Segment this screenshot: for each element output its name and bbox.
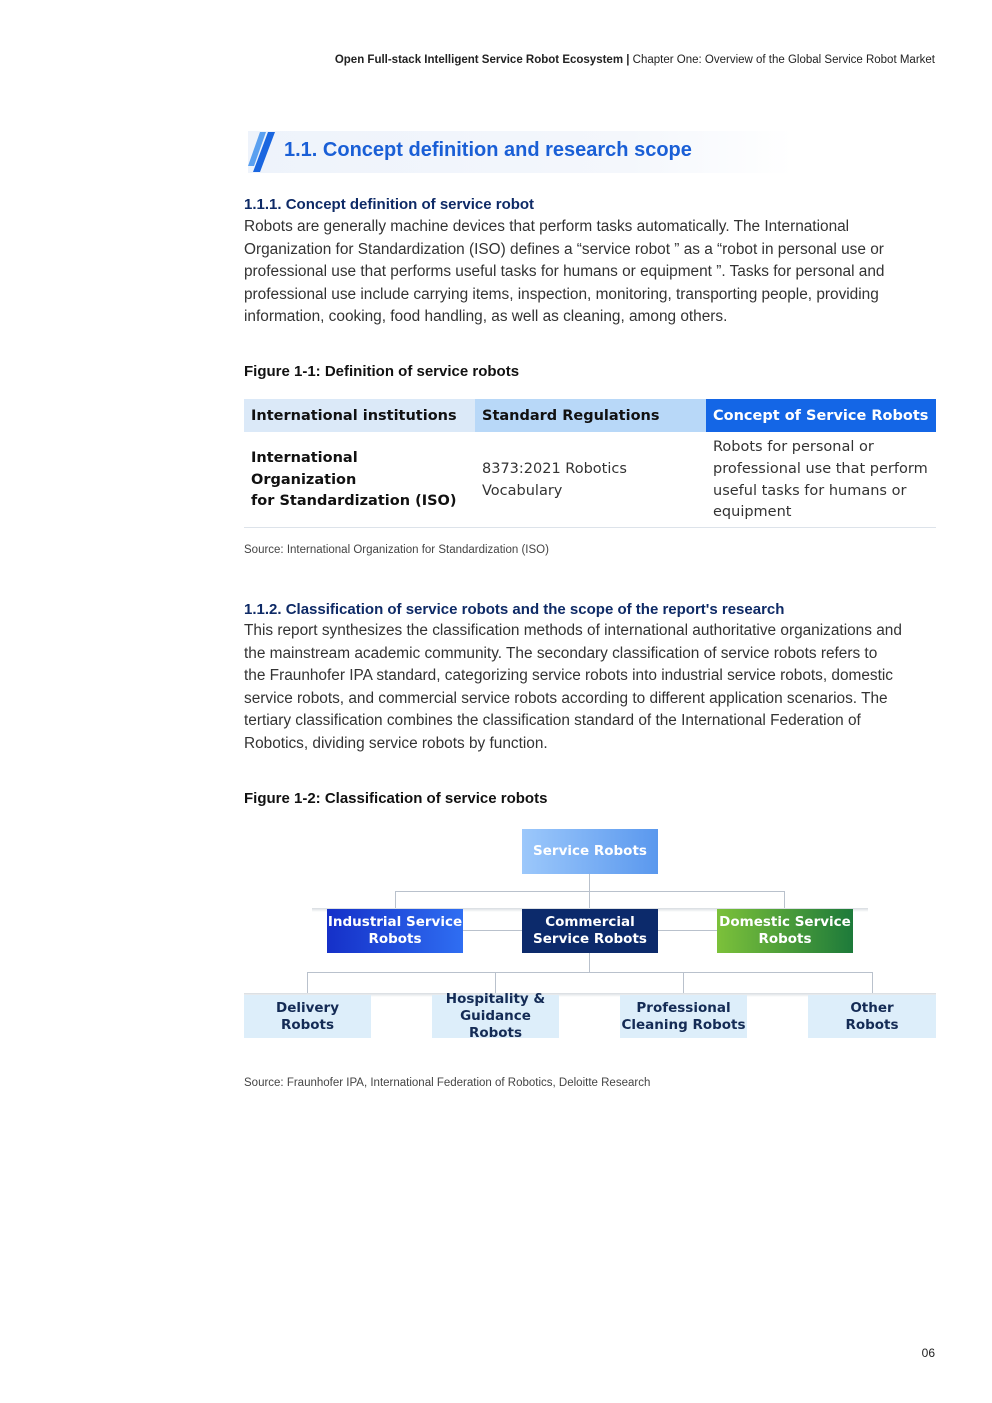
header-chapter: Chapter One: Overview of the Global Serv… [629,54,935,66]
paragraph-line: This report synthesizes the classificati… [244,622,902,639]
node-label: Commercial [545,914,635,930]
cell-institution: International Organization for Standardi… [244,432,475,529]
node-label: Domestic Service [719,914,851,930]
node-label: Industrial Service [327,914,463,930]
definition-table: International institutions Standard Regu… [244,399,936,529]
node-label: Robots [368,931,422,947]
connector-line [589,874,590,892]
paragraph-line: professional use include carrying items,… [244,285,879,303]
subsection-title-classification: 1.1.2. Classification of service robots … [244,601,785,618]
node-label: Robots [280,1016,335,1033]
node-label: Cleaning Robots [621,1016,746,1033]
paragraph-line: professional use that performs useful ta… [244,263,885,281]
node-label: Other [850,999,894,1016]
connector-line [307,972,873,973]
column-header-institutions: International institutions [244,399,475,432]
node-label: Guidance Robots [460,1008,531,1041]
connector-line [395,891,396,909]
table-header-row: International institutions Standard Regu… [244,399,936,432]
figure-1-1-source: Source: International Organization for S… [244,544,549,556]
column-header-regulations: Standard Regulations [475,399,706,432]
cell-line: Vocabulary [482,482,563,499]
section-banner [248,131,793,173]
paragraph-line: the Fraunhofer IPA standard, categorizin… [244,667,894,685]
cell-line: International Organization [251,449,358,488]
connector-line [872,972,873,994]
section-title: 1.1. Concept definition and research sco… [284,139,692,161]
column-header-concept: Concept of Service Robots [706,399,936,432]
connector-line [589,891,590,909]
connector-line [784,891,785,909]
connector-line [683,972,684,994]
node-label: Robots [758,931,812,947]
node-label: Delivery [275,999,340,1016]
connector-line [658,930,717,931]
node-label: Service Robots [533,931,647,947]
classification-paragraph: This report synthesizes the classificati… [244,620,936,756]
cell-line: Robots for personal or [713,439,874,455]
node-label: Robots [845,1016,899,1033]
node-label: Hospitality & [445,991,546,1007]
cell-line: for Standardization (ISO) [251,493,457,510]
definition-paragraph: Robots are generally machine devices tha… [244,216,936,329]
paragraph-line: the mainstream academic community. The s… [244,644,878,662]
connector-line [463,930,522,931]
page-number: 06 [921,1346,935,1360]
cell-concept: Robots for personal or professional use … [706,432,936,529]
connector-line [395,891,785,892]
cell-line: 8373:2021 Robotics [482,460,627,477]
node-service-robots: Service Robots [522,829,658,874]
cell-regulation: 8373:2021 Robotics Vocabulary [475,432,706,529]
node-hospitality-guidance-robots: Hospitality &Guidance Robots [432,991,559,1041]
paragraph-line: Robots are generally machine devices tha… [244,218,850,235]
cell-line: professional use that perform [713,460,928,477]
header-report-title: Open Full-stack Intelligent Service Robo… [334,54,630,66]
paragraph-line: service robots, and commercial service r… [244,689,888,707]
paragraph-line: Robotics, dividing service robots by fun… [244,734,548,752]
paragraph-line: information, cooking, food handling, as … [244,308,728,326]
node-label: Professional [636,999,731,1016]
figure-1-2-title: Figure 1-2: Classification of service ro… [244,790,548,807]
cell-line: useful tasks for humans or [713,482,907,499]
figure-1-1-title: Figure 1-1: Definition of service robots [244,363,520,380]
double-slash-icon [248,132,275,172]
table-row: International Organization for Standardi… [244,432,936,529]
subsection-title-definition: 1.1.1. Concept definition of service rob… [244,196,535,213]
node-label: Service Robots [533,843,647,859]
connector-line [307,972,308,994]
paragraph-line: tertiary classification combines the cla… [244,712,861,730]
connector-line [589,953,590,972]
paragraph-line: Organization for Standardization (ISO) d… [244,240,884,258]
running-header: Open Full-stack Intelligent Service Robo… [335,54,935,66]
cell-line: equipment [713,504,792,521]
level-3-shadow-bar [244,993,936,997]
connector-line [495,972,496,994]
figure-1-2-source: Source: Fraunhofer IPA, International Fe… [244,1077,651,1089]
